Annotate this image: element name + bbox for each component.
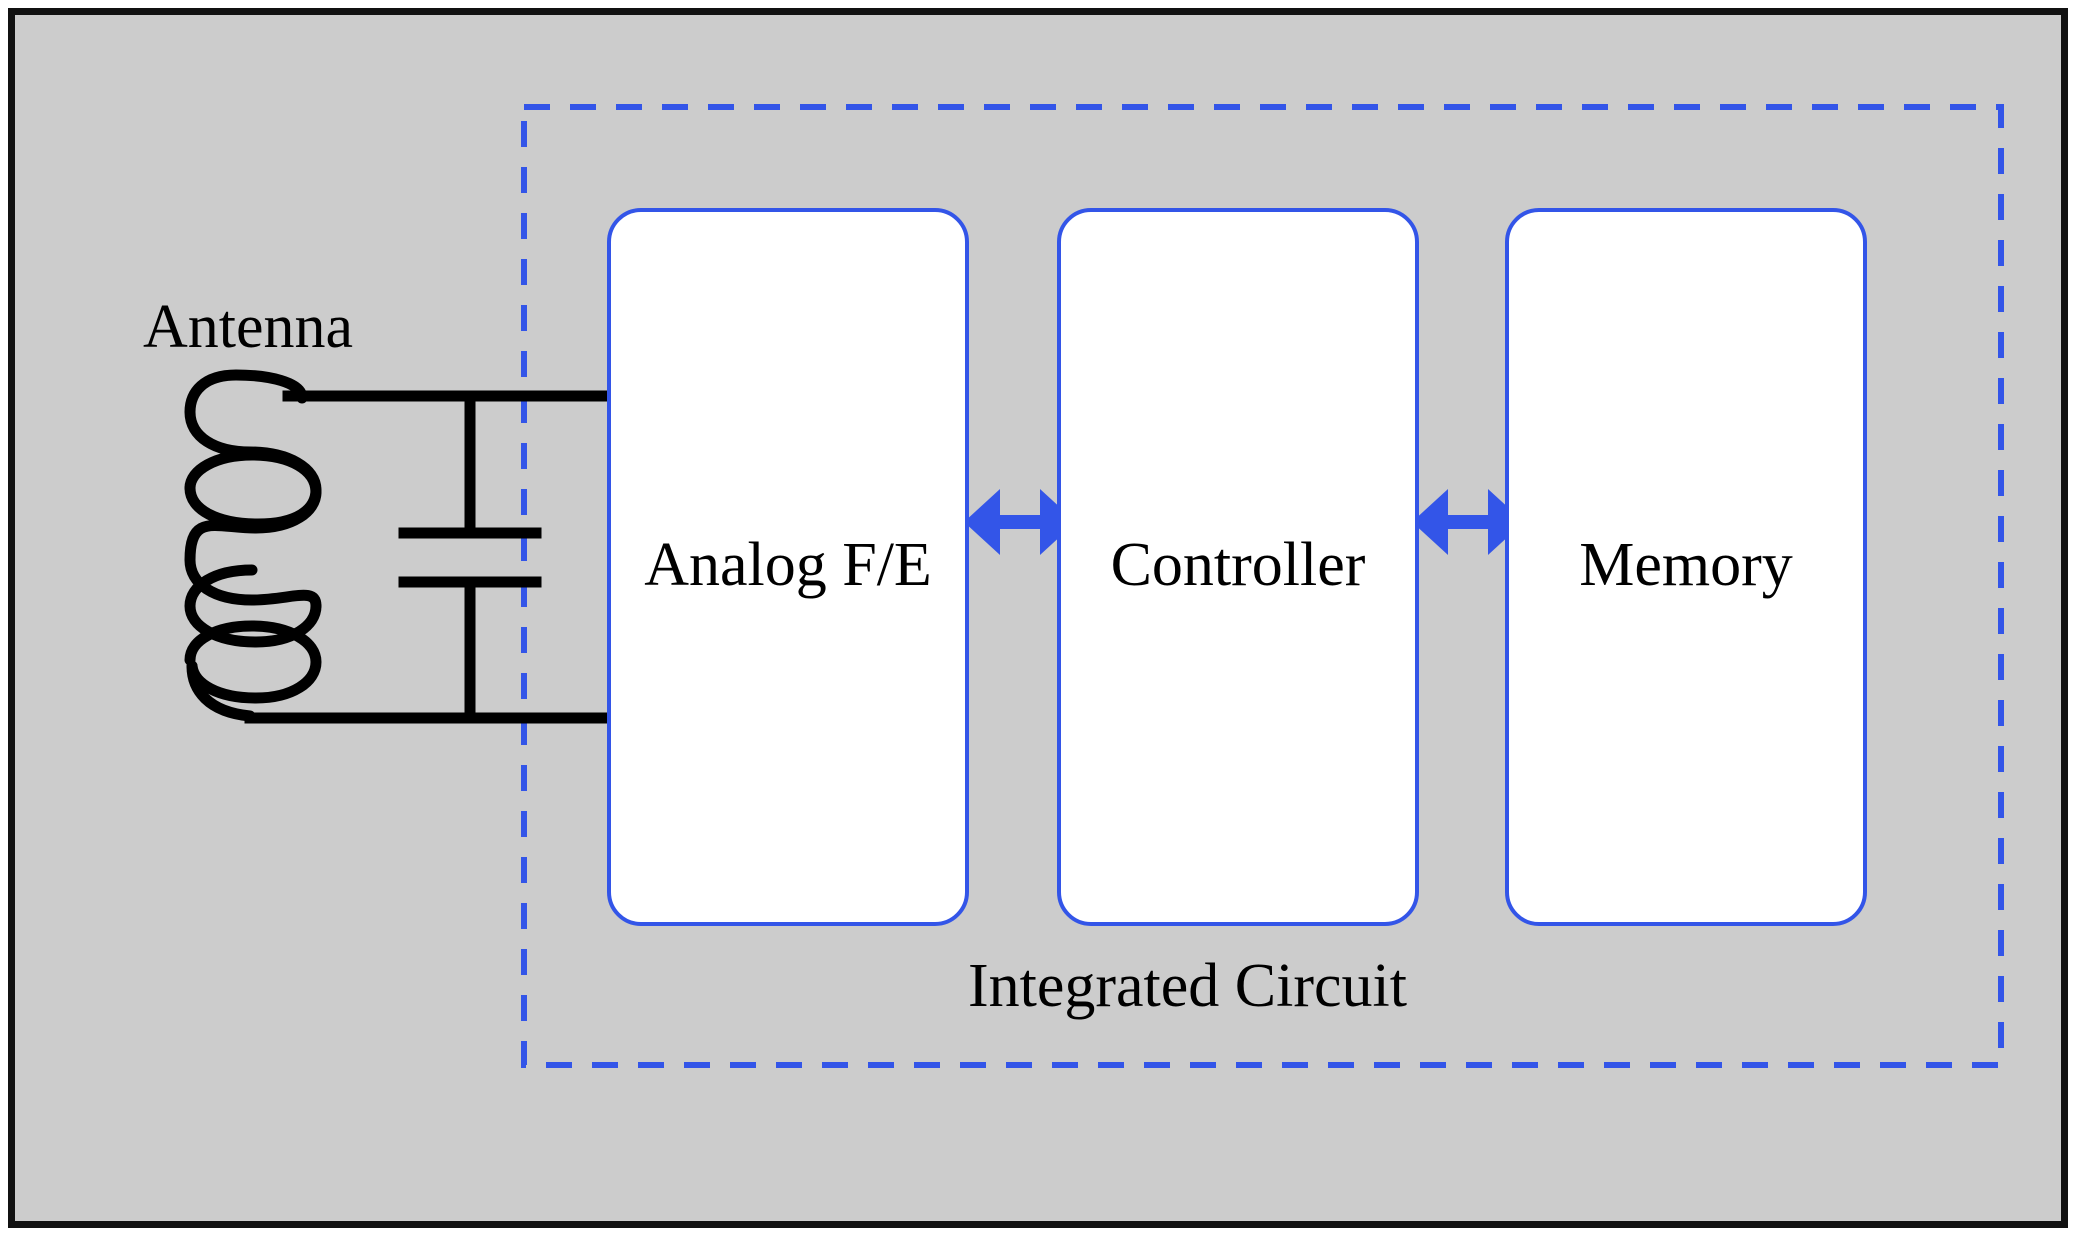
block-memory[interactable]: Memory — [1505, 208, 1867, 926]
block-controller[interactable]: Controller — [1057, 208, 1419, 926]
block-label-controller: Controller — [1110, 531, 1366, 599]
block-label-analog-front-end: Analog F/E — [644, 531, 932, 599]
antenna-coil-icon — [184, 369, 322, 722]
integrated-circuit-label: Integrated Circuit — [968, 952, 1407, 1020]
block-analog-front-end[interactable]: Analog F/E — [607, 208, 969, 926]
antenna-label: Antenna — [143, 293, 354, 361]
block-label-memory: Memory — [1579, 531, 1793, 599]
